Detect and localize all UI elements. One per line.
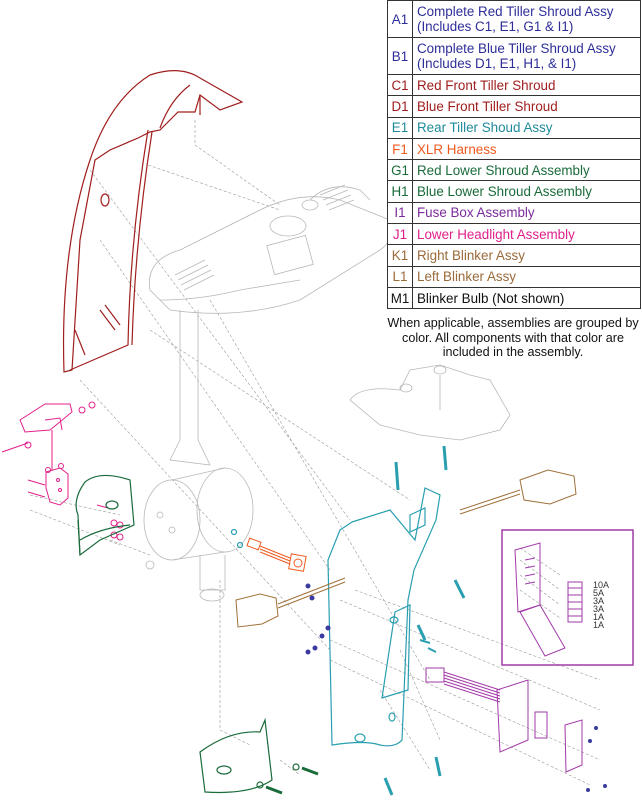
tiller-handlebar-base <box>143 184 392 602</box>
part-description: Lower Headlight Assembly <box>412 223 641 246</box>
part-description-line1: Complete Blue Tiller Shroud Assy <box>417 41 616 56</box>
rear-shroud-fasteners <box>305 583 607 792</box>
red-front-tiller-shroud <box>62 70 244 373</box>
rear-tiller-shroud <box>230 445 466 796</box>
fuse-rating-3: 3A <box>593 596 604 606</box>
part-code: M1 <box>387 286 413 310</box>
part-description-line2: (Includes D1, E1, H1, & I1) <box>417 56 577 71</box>
part-description: XLR Harness <box>412 137 641 161</box>
xlr-harness <box>246 537 307 572</box>
lower-shroud-upper-bracket <box>75 474 135 557</box>
part-code: I1 <box>387 201 413 225</box>
part-description: Blue Front Tiller Shroud <box>412 95 641 118</box>
fuse-rating-1: 10A <box>593 580 609 590</box>
part-description-line1: Complete Red Tiller Shroud Assy <box>417 4 614 19</box>
left-blinker-assembly <box>235 577 346 628</box>
part-description-line2: (Includes C1, E1, G1 & I1) <box>417 19 574 34</box>
fuse-rating-2: 5A <box>593 588 604 598</box>
lower-shroud-bottom <box>199 717 319 795</box>
assembly-guide-lines <box>29 120 601 786</box>
fuse-rating-5: 1A <box>593 612 604 622</box>
color-grouping-note: When applicable, assemblies are grouped … <box>387 316 639 360</box>
part-code: F1 <box>387 137 413 161</box>
lower-headlight-assembly <box>1 401 124 541</box>
part-code: G1 <box>387 159 413 182</box>
right-blinker-assembly <box>459 469 577 515</box>
part-description: Left Blinker Assy <box>412 265 641 288</box>
fuse-box-inset: 10A 5A 3A 3A 1A 1A <box>501 529 634 666</box>
fuse-rating-6: 1A <box>593 620 604 630</box>
part-description: Red Lower Shroud Assembly <box>412 159 641 182</box>
part-code: B1 <box>387 37 413 75</box>
part-description: Blinker Bulb (Not shown) <box>412 286 641 310</box>
part-description: Complete Blue Tiller Shroud Assy(Include… <box>412 37 641 75</box>
part-code: J1 <box>387 223 413 246</box>
part-description: Rear Tiller Shoud Assy <box>412 116 641 139</box>
fuse-box-assembly <box>425 667 583 773</box>
part-description: Right Blinker Assy <box>412 244 641 267</box>
fuse-rating-4: 3A <box>593 604 604 614</box>
part-code: H1 <box>387 180 413 203</box>
part-code: E1 <box>387 116 413 139</box>
part-code: A1 <box>387 0 413 38</box>
part-description: Fuse Box Assembly <box>412 201 641 225</box>
part-description: Blue Lower Shroud Assembly <box>412 180 641 203</box>
console-bottom-housing <box>349 364 511 441</box>
part-description: Complete Red Tiller Shroud Assy(Includes… <box>412 0 641 38</box>
part-code: C1 <box>387 73 413 97</box>
part-code: L1 <box>387 265 413 288</box>
part-code: D1 <box>387 95 413 118</box>
part-description: Red Front Tiller Shroud <box>412 73 641 97</box>
part-code: K1 <box>387 244 413 267</box>
